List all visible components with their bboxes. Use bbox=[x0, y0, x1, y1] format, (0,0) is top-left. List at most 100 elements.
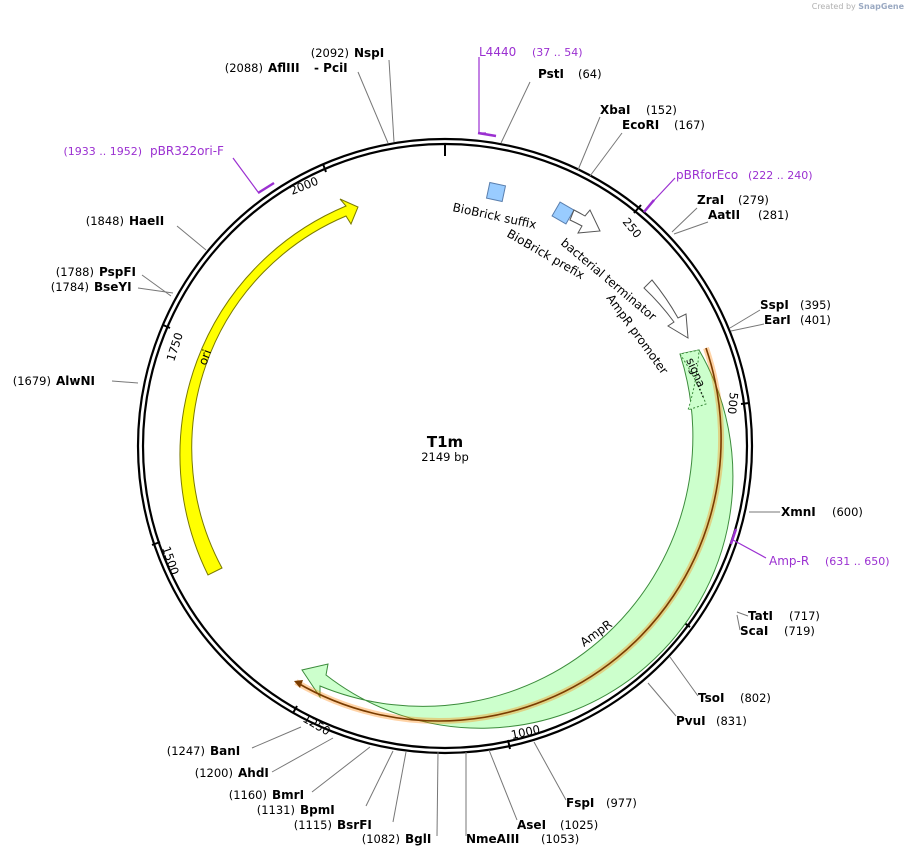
primer-mark-ampr bbox=[729, 528, 738, 545]
enzyme-asei[interactable]: AseI (1025) bbox=[517, 818, 598, 832]
svg-text:HaeII: HaeII bbox=[129, 214, 164, 228]
tick-1500: 1500 bbox=[151, 541, 182, 577]
enzyme-psti[interactable]: PstI (64) bbox=[538, 67, 602, 81]
enzyme-ecori[interactable]: EcoRI (167) bbox=[622, 118, 705, 132]
svg-text:NmeAIII: NmeAIII bbox=[466, 832, 519, 846]
plasmid-name: T1m bbox=[427, 433, 463, 451]
enzyme-tati[interactable]: TatI (717) bbox=[748, 609, 820, 623]
svg-text:BanI: BanI bbox=[210, 744, 240, 758]
enzyme-pvui[interactable]: PvuI (831) bbox=[676, 714, 747, 728]
svg-text:AflIII: AflIII bbox=[268, 61, 300, 75]
primer-l4440[interactable]: L4440 (37 .. 54) bbox=[479, 45, 583, 59]
svg-text:(977): (977) bbox=[606, 796, 637, 810]
svg-text:PstI: PstI bbox=[538, 67, 564, 81]
enzyme-tsoi[interactable]: TsoI (802) bbox=[698, 691, 771, 705]
primer-mark-pbr322ori bbox=[257, 181, 275, 195]
svg-text:(719): (719) bbox=[784, 624, 815, 638]
svg-text:TsoI: TsoI bbox=[698, 691, 724, 705]
biobrick-prefix-box[interactable] bbox=[551, 201, 575, 225]
svg-text:ZraI: ZraI bbox=[697, 193, 724, 207]
enzyme-zrai[interactable]: ZraI (279) bbox=[697, 193, 769, 207]
enzyme-aatii[interactable]: AatII (281) bbox=[708, 208, 789, 222]
backbone-outer bbox=[136, 137, 754, 755]
enzyme-pspfi[interactable]: (1788) PspFI bbox=[56, 265, 136, 279]
svg-text:(802): (802) bbox=[740, 691, 771, 705]
enzyme-nspi[interactable]: (2092) NspI bbox=[311, 46, 385, 60]
enzyme-haeii[interactable]: (1848) HaeII bbox=[86, 214, 164, 228]
svg-text:Amp-R: Amp-R bbox=[769, 554, 809, 568]
enzyme-bmri[interactable]: (1160) BmrI bbox=[229, 788, 304, 802]
svg-text:L4440: L4440 bbox=[479, 45, 516, 59]
primer-amp-r[interactable]: Amp-R (631 .. 650) bbox=[769, 554, 890, 568]
svg-text:(1131): (1131) bbox=[257, 803, 295, 817]
svg-text:BpmI: BpmI bbox=[300, 803, 335, 817]
tick-2000: 2000 bbox=[288, 163, 327, 198]
enzyme-afliii[interactable]: (2088) AflIII - PciI bbox=[225, 61, 348, 75]
enzyme-labels: (2092) NspI (2088) AflIII - PciI PstI (6… bbox=[13, 46, 863, 846]
svg-text:(1247): (1247) bbox=[167, 744, 205, 758]
primer-pbr322ori-f[interactable]: (1933 .. 1952) pBR322ori-F bbox=[63, 144, 224, 158]
enzyme-fspi[interactable]: FspI (977) bbox=[566, 796, 637, 810]
svg-text:(167): (167) bbox=[674, 118, 705, 132]
enzyme-xbai[interactable]: XbaI (152) bbox=[600, 103, 677, 117]
primer-labels: L4440 (37 .. 54) pBRforEco (222 .. 240) … bbox=[63, 45, 889, 568]
primer-leaders bbox=[232, 57, 767, 559]
svg-text:(831): (831) bbox=[716, 714, 747, 728]
svg-text:EarI: EarI bbox=[764, 313, 791, 327]
enzyme-xmni[interactable]: XmnI (600) bbox=[781, 505, 863, 519]
tick-1000: 1000 bbox=[507, 722, 541, 750]
svg-text:(1082): (1082) bbox=[362, 832, 400, 846]
svg-text:pBRforEco: pBRforEco bbox=[676, 168, 738, 182]
svg-text:(222 .. 240): (222 .. 240) bbox=[748, 169, 813, 182]
svg-text:1250: 1250 bbox=[301, 711, 333, 738]
svg-text:(1025): (1025) bbox=[560, 818, 598, 832]
svg-text:AatII: AatII bbox=[708, 208, 740, 222]
svg-text:250: 250 bbox=[620, 215, 645, 241]
enzyme-ahdi[interactable]: (1200) AhdI bbox=[195, 766, 269, 780]
svg-text:FspI: FspI bbox=[566, 796, 594, 810]
enzyme-scai[interactable]: ScaI (719) bbox=[740, 624, 815, 638]
svg-text:AhdI: AhdI bbox=[238, 766, 269, 780]
promoter-arrow bbox=[643, 279, 689, 339]
enzyme-nmeaiii[interactable]: NmeAIII (1053) bbox=[466, 832, 579, 846]
enzyme-bani[interactable]: (1247) BanI bbox=[167, 744, 241, 758]
svg-text:BsrFI: BsrFI bbox=[337, 818, 372, 832]
svg-text:SspI: SspI bbox=[760, 298, 789, 312]
enzyme-bsrfi[interactable]: (1115) BsrFI bbox=[294, 818, 372, 832]
svg-text:(1679): (1679) bbox=[13, 374, 51, 388]
primer-pbrforeco[interactable]: pBRforEco (222 .. 240) bbox=[676, 168, 813, 182]
svg-text:(37 .. 54): (37 .. 54) bbox=[532, 46, 583, 59]
enzyme-eari[interactable]: EarI (401) bbox=[764, 313, 831, 327]
ampr-feature[interactable]: AmpR signa... bbox=[301, 349, 734, 729]
plasmid-length: 2149 bp bbox=[421, 450, 469, 464]
enzyme-bgli[interactable]: (1082) BglI bbox=[362, 832, 432, 846]
svg-text:(1848): (1848) bbox=[86, 214, 124, 228]
enzyme-sspi[interactable]: SspI (395) bbox=[760, 298, 831, 312]
svg-text:ScaI: ScaI bbox=[740, 624, 768, 638]
svg-text:BglI: BglI bbox=[405, 832, 431, 846]
svg-text:AseI: AseI bbox=[517, 818, 546, 832]
biobrick-suffix-box[interactable] bbox=[485, 181, 507, 203]
signal-sequence bbox=[679, 349, 707, 411]
svg-text:(1053): (1053) bbox=[541, 832, 579, 846]
svg-text:(1200): (1200) bbox=[195, 766, 233, 780]
watermark-brand: SnapGene bbox=[858, 2, 904, 11]
enzyme-bpmi[interactable]: (1131) BpmI bbox=[257, 803, 335, 817]
biobrick-suffix-label: BioBrick suffix bbox=[451, 200, 537, 231]
svg-text:(395): (395) bbox=[800, 298, 831, 312]
svg-text:- PciI: - PciI bbox=[314, 61, 348, 75]
enzyme-alwni[interactable]: (1679) AlwNI bbox=[13, 374, 95, 388]
enzyme-bseyi[interactable]: (1784) BseYI bbox=[51, 280, 132, 294]
svg-text:AlwNI: AlwNI bbox=[56, 374, 95, 388]
svg-text:(401): (401) bbox=[800, 313, 831, 327]
svg-text:(717): (717) bbox=[789, 609, 820, 623]
ori-arrow bbox=[179, 198, 359, 576]
svg-text:(281): (281) bbox=[758, 208, 789, 222]
ori-feature[interactable]: ori bbox=[179, 198, 359, 576]
enzyme-leaders bbox=[111, 59, 780, 837]
svg-text:2000: 2000 bbox=[288, 174, 320, 198]
svg-text:TatI: TatI bbox=[748, 609, 773, 623]
snapgene-watermark: Created by SnapGene bbox=[812, 2, 904, 11]
promoter-feature[interactable]: AmpR promoter bbox=[604, 279, 689, 377]
svg-text:BmrI: BmrI bbox=[272, 788, 304, 802]
